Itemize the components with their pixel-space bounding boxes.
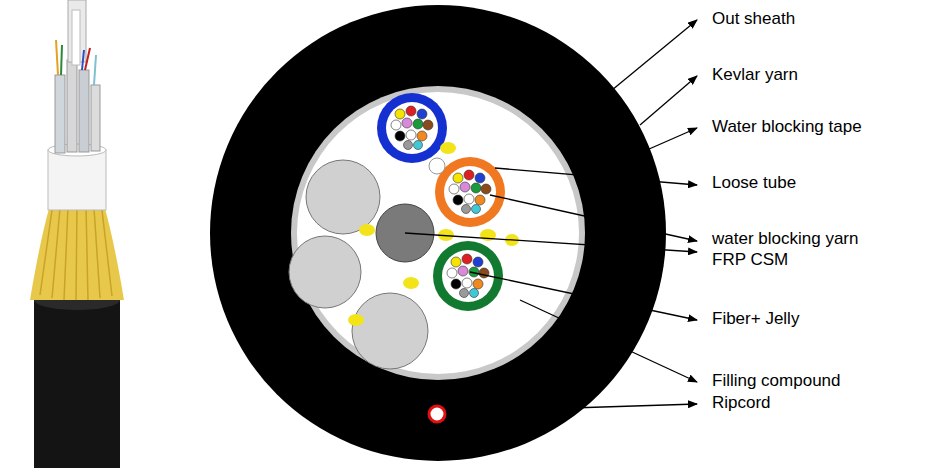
part-label: Out sheath — [712, 9, 795, 29]
part-label: Filling compound — [712, 371, 841, 391]
cable-cross-section — [210, 5, 666, 461]
part-label: Kevlar yarn — [712, 65, 798, 85]
leader-lines — [405, 20, 697, 412]
part-label: Ripcord — [712, 393, 771, 413]
part-label: Loose tube — [712, 173, 796, 193]
part-label: FRP CSM — [712, 250, 788, 270]
part-label: Fiber+ Jelly — [712, 309, 799, 329]
part-label: water blocking yarn — [712, 229, 858, 249]
part-label: Water blocking tape — [712, 117, 862, 137]
cable-photo — [30, 0, 124, 468]
